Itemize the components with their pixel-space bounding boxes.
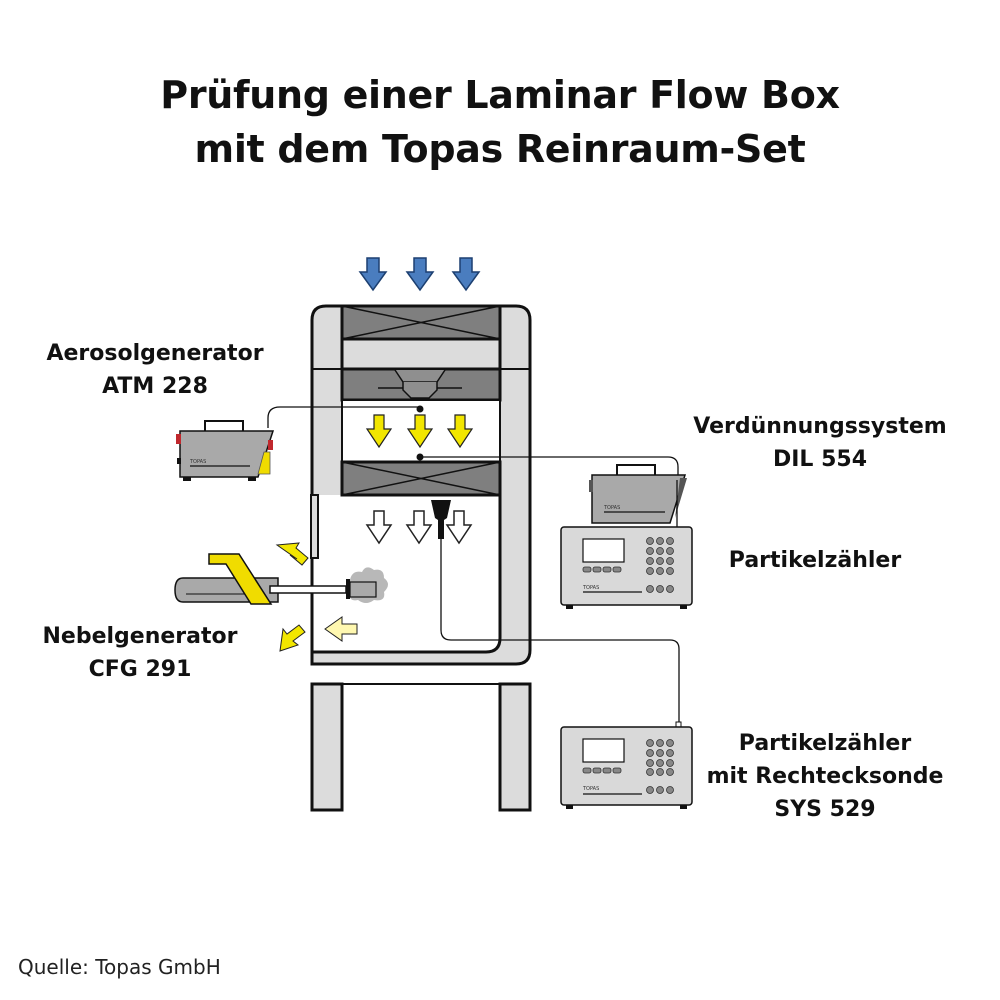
outflow-arrow-icon [405,510,433,545]
label-dilution-system: Verdünnungssystem DIL 554 [680,410,960,476]
aerosol-arrow-icon [406,414,434,449]
dilution-sample-tube [420,456,679,477]
particle-counter-name: Partikelzähler [728,548,902,573]
outflow-arrow-icon [365,510,393,545]
aerosol-generator-device: TOPAS [176,420,275,481]
fog-generator-model: CFG 291 [88,657,192,682]
front-sash [310,494,319,559]
label-aerosol-generator: Aerosolgenerator ATM 228 [30,337,280,403]
cabinet-leg-right [498,682,532,812]
aerosol-generator-name: Aerosolgenerator [46,341,264,366]
outflow-arrow-icon [445,510,473,545]
particle-counter-probe-name: Partikelzähler [738,731,912,756]
particle-counter-probe-subtitle: mit Rechtecksonde [706,764,944,789]
aerosol-arrow-icon [365,414,393,449]
label-fog-generator: Nebelgenerator CFG 291 [25,620,255,686]
label-particle-counter: Partikelzähler [715,544,915,577]
title-line-1: Prüfung einer Laminar Flow Box [160,73,840,117]
source-credit: Quelle: Topas GmbH [18,955,221,979]
diagram-title: Prüfung einer Laminar Flow Box mit dem T… [0,68,1000,176]
particle-counter-probe-model: SYS 529 [774,797,876,822]
fog-generator-name: Nebelgenerator [42,624,238,649]
title-line-2: mit dem Topas Reinraum-Set [194,127,806,171]
inflow-arrow-icon [405,257,435,292]
probe-tube [440,539,680,722]
device-brand: TOPAS [582,786,599,792]
device-brand: TOPAS [603,505,620,511]
aerosol-arrow-icon [446,414,474,449]
device-brand: TOPAS [582,585,599,591]
laminar-outflow-arrows [365,510,473,545]
aerosol-tube [267,406,420,428]
fog-generator-device [174,553,388,605]
aerosol-generator-model: ATM 228 [102,374,208,399]
inflow-arrows [358,257,481,292]
laminar-flow-box [310,304,532,812]
rectangular-probe-icon [431,500,451,539]
fog-arrow-down-left-icon [279,624,306,652]
particle-counter-device: TOPAS [560,526,693,609]
fog-arrow-up-left-icon [275,542,309,566]
particle-counter-probe-device: TOPAS [560,721,693,809]
fog-return-arrow-icon [324,616,358,642]
cabinet-leg-left [310,682,344,812]
dilution-system-name: Verdünnungssystem [693,414,947,439]
inflow-arrow-icon [358,257,388,292]
dilution-system-device: TOPAS [589,464,687,527]
device-brand: TOPAS [189,459,206,465]
fan-icon [394,369,446,383]
aerosol-arrows [365,414,474,449]
dilution-system-model: DIL 554 [772,447,868,472]
label-particle-counter-probe: Partikelzähler mit Rechtecksonde SYS 529 [690,727,960,826]
inflow-arrow-icon [451,257,481,292]
plenum [340,337,502,371]
